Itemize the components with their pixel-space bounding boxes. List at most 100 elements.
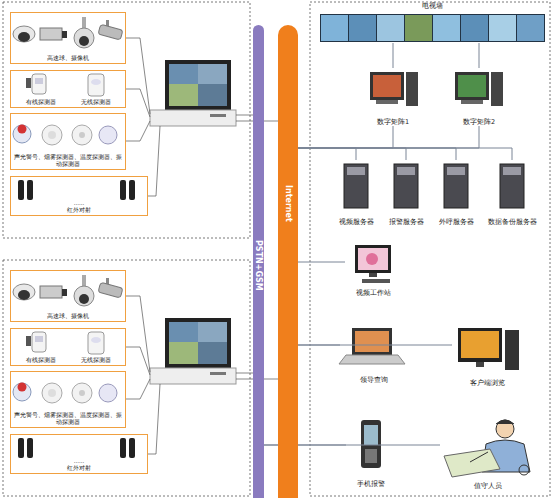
server-tower	[444, 164, 468, 208]
node-label: 客户端浏览	[470, 380, 505, 387]
operator-head	[496, 420, 514, 438]
node-label: 外呼服务器	[439, 219, 474, 226]
tv-wall-screens	[320, 14, 545, 42]
device-node: 领导查询	[340, 325, 408, 384]
flower	[366, 253, 378, 265]
phone-keys	[365, 449, 377, 463]
equipment-box: 声光警号、烟雾探测器、温度探测器、振动探测器	[10, 371, 126, 428]
operator-hair	[496, 420, 514, 424]
matrix-computers	[370, 72, 503, 106]
server-tower	[344, 164, 368, 208]
node-label: 高速球、摄像机	[47, 313, 89, 319]
device-node: 值守人员	[440, 415, 536, 490]
node-label: 红外对射	[67, 465, 91, 471]
node-label: 领导查询	[360, 377, 388, 384]
equipment-box: 高速球、摄像机	[10, 270, 126, 322]
network-link	[298, 126, 393, 148]
operator	[444, 420, 530, 477]
node-label: 无线探测器	[81, 357, 111, 363]
network-link	[298, 262, 345, 263]
equipment-box: ......红外对射	[10, 176, 148, 216]
network-link	[298, 148, 512, 160]
monitor-screen	[458, 75, 486, 97]
tower	[505, 330, 519, 370]
laptop-base	[339, 355, 405, 364]
equipment-box: 有线探测器 无线探测器	[10, 328, 126, 366]
device-node: 数字矩阵1	[365, 68, 421, 126]
stand	[369, 273, 377, 277]
screen	[433, 15, 460, 41]
node-label: 视频工作站	[356, 290, 391, 297]
monitor-screen	[373, 75, 401, 97]
device-node: 手机报警	[346, 417, 396, 488]
network-band: Internet	[278, 25, 298, 498]
keyboard	[461, 100, 483, 104]
video-wall: 电视墙	[318, 3, 546, 43]
center-frame	[310, 2, 550, 496]
equipment-box: 声光警号、烟雾探测器、温度探测器、振动探测器	[10, 113, 126, 170]
phone-body	[361, 420, 381, 468]
screen	[461, 15, 488, 41]
laptop-lid	[352, 328, 392, 355]
drive-bay	[397, 167, 415, 175]
node-label: 无线探测器	[81, 99, 111, 105]
drive-bay	[503, 167, 521, 175]
tower	[406, 72, 418, 106]
servers	[344, 164, 524, 208]
node-label: 手机报警	[357, 481, 385, 488]
device-node: 视频工作站	[345, 243, 401, 297]
equipment-box: ......红外对射	[10, 434, 148, 474]
node-label: ......	[74, 458, 85, 464]
site-bottom	[3, 260, 278, 496]
device-node: 外呼服务器	[432, 160, 480, 226]
site-top	[3, 2, 278, 238]
node-label: 电视墙	[422, 3, 443, 10]
monitor	[455, 72, 489, 100]
node-label: 红外对射	[67, 207, 91, 213]
drive-bay	[347, 167, 365, 175]
node-label: 高速球、摄像机	[47, 55, 89, 61]
monitor	[355, 245, 391, 273]
screen	[349, 15, 376, 41]
device-node: 报警服务器	[382, 160, 430, 226]
screen	[405, 15, 432, 41]
network-link	[479, 43, 480, 68]
document	[444, 449, 500, 477]
monitor	[458, 328, 502, 362]
device-node: 视频服务器	[332, 160, 380, 226]
network-link	[298, 148, 406, 160]
node-label: 数字矩阵1	[377, 119, 409, 126]
device-node: 数字矩阵2	[450, 68, 508, 126]
server-tower	[500, 164, 524, 208]
node-label: 数字矩阵2	[463, 119, 495, 126]
screen	[517, 15, 544, 41]
server-tower	[394, 164, 418, 208]
screen	[321, 15, 348, 41]
mobile-phone	[361, 420, 381, 468]
node-label: PSTN+GSM	[254, 240, 263, 291]
node-label: Internet	[283, 185, 292, 222]
client-pc	[458, 328, 519, 370]
node-label: 数据备份服务器	[488, 219, 537, 226]
keyboard	[362, 279, 390, 283]
workstation	[355, 245, 391, 283]
node-label: 声光警号、烟雾探测器、温度探测器、振动探测器	[13, 412, 123, 425]
tv-wall-frame	[320, 14, 545, 42]
tower	[491, 72, 503, 106]
laptop-screen	[355, 331, 389, 352]
equipment-box: 高速球、摄像机	[10, 12, 126, 64]
node-label: ......	[74, 200, 85, 206]
screen	[377, 15, 404, 41]
network-link	[298, 126, 479, 148]
drive-bay	[447, 167, 465, 175]
equipment-box: 有线探测器 无线探测器	[10, 70, 126, 108]
operator-arm	[470, 452, 488, 462]
monitor-screen	[358, 248, 388, 270]
node-label: 有线探测器	[26, 357, 56, 363]
node-label: 有线探测器	[26, 99, 56, 105]
phone-screen	[364, 425, 378, 445]
node-label: 报警服务器	[389, 219, 424, 226]
